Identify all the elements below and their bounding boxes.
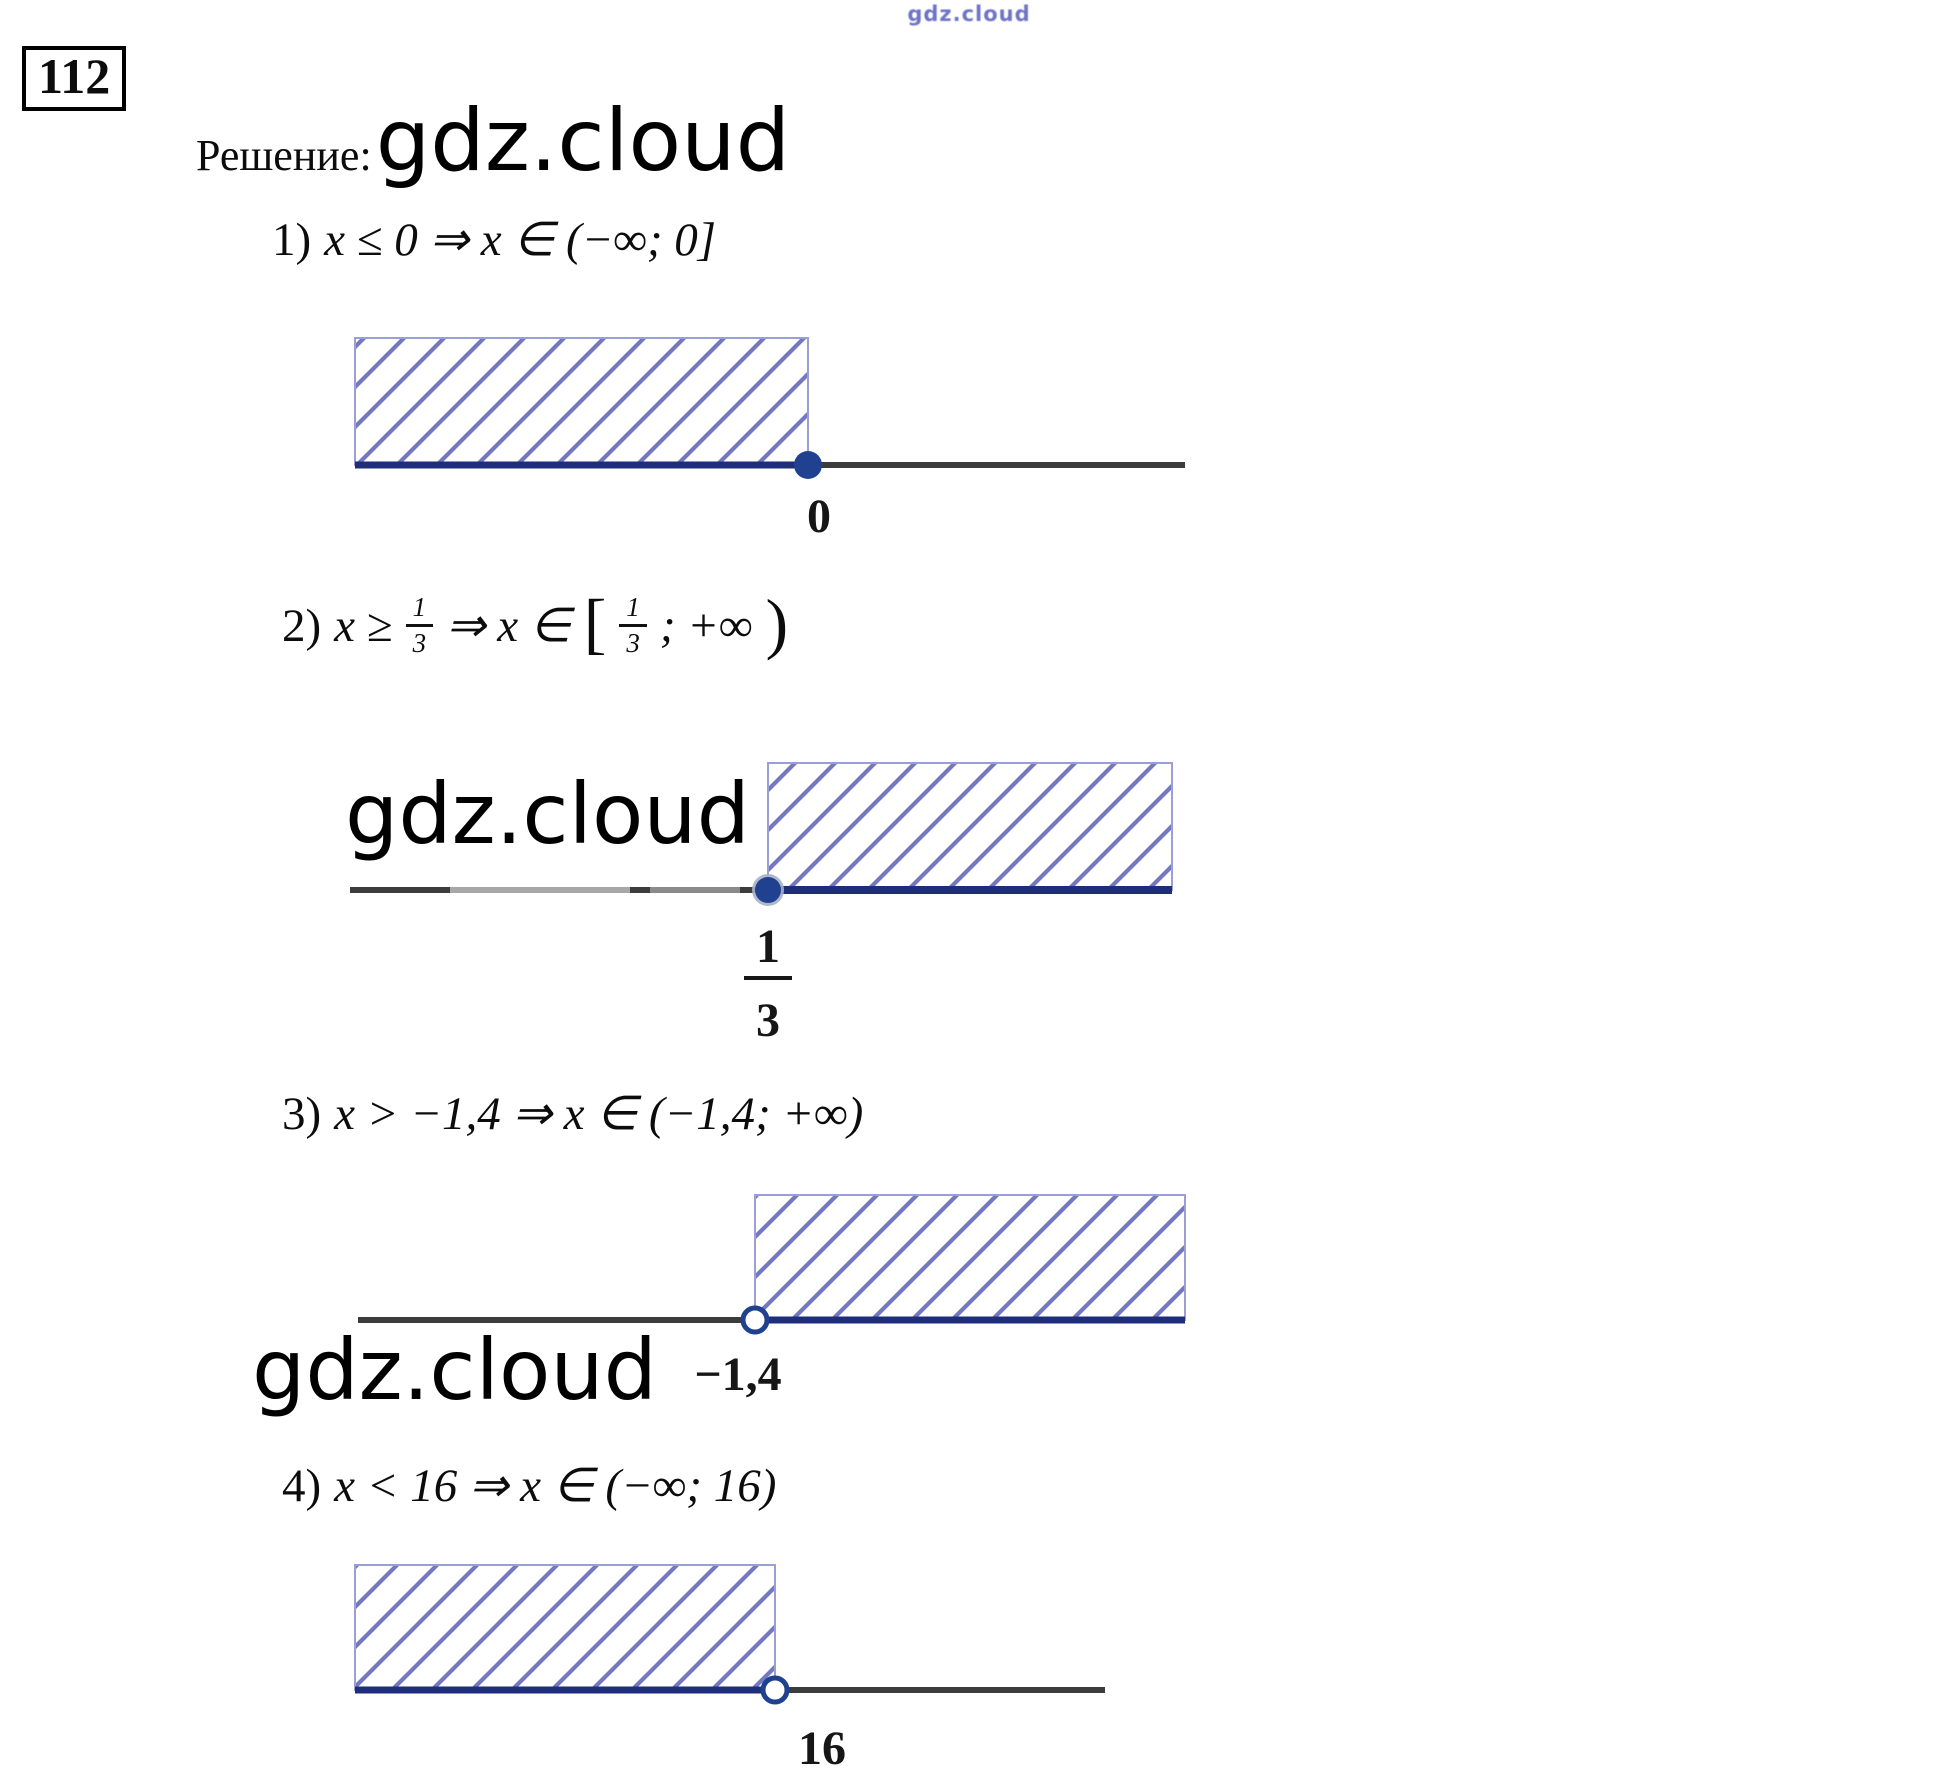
item-2-math-end: ; +∞: [659, 599, 753, 652]
closed-endpoint-2: [755, 877, 781, 903]
item-4-math: x < 16 ⇒ x ∈ (−∞; 16): [334, 1460, 777, 1512]
endpoint-label-2-numerator: 1: [756, 920, 780, 973]
endpoint-label-4: 16: [798, 1722, 846, 1775]
problem-number-box: 112: [22, 46, 127, 111]
erased-watermark-artifact: [650, 878, 740, 896]
closed-endpoint-1: [794, 451, 822, 479]
watermark-large-1: gdz.cloud: [375, 91, 791, 191]
fraction-numerator: 1: [405, 592, 434, 628]
hatched-region-4: [354, 1564, 776, 1691]
item-4-expression: 4) x < 16 ⇒ x ∈ (−∞; 16): [282, 1458, 776, 1513]
watermark-large-2: gdz.cloud: [345, 765, 750, 863]
open-endpoint-3: [740, 1305, 770, 1335]
hatched-region-1: [354, 337, 809, 466]
hatched-region-2: [767, 762, 1173, 891]
fraction-denominator: 3: [412, 628, 427, 659]
number-line-diagram-2: 1 3: [350, 762, 1173, 1047]
item-3-prefix: 3): [282, 1087, 322, 1140]
watermark-top: gdz.cloud: [907, 2, 1031, 26]
fraction-one-third-interval: 1 3: [619, 592, 647, 659]
item-3-expression: 3) x > −1,4 ⇒ x ∈ (−1,4; +∞): [282, 1086, 863, 1141]
fraction-denominator: 3: [626, 628, 640, 659]
number-line-diagram-4: 16: [354, 1564, 1105, 1775]
watermark-large-3: gdz.cloud: [252, 1321, 657, 1419]
solution-header: Решение: gdz.cloud: [196, 98, 790, 184]
hatched-region-3: [754, 1194, 1186, 1321]
endpoint-label-3: −1,4: [694, 1348, 781, 1401]
item-4-prefix: 4): [282, 1459, 322, 1512]
item-3-math: x > −1,4 ⇒ x ∈ (−1,4; +∞): [334, 1088, 864, 1140]
item-2-expression: 2) x ≥ 1 3 ⇒ x ∈ [ 1 3 ; +∞ ): [282, 585, 789, 662]
right-paren: ): [765, 585, 789, 662]
endpoint-label-2-denominator: 3: [756, 994, 780, 1047]
item-1-prefix: 1): [272, 213, 312, 266]
fraction-numerator: 1: [619, 592, 647, 628]
number-line-diagram-3: −1,4: [358, 1194, 1186, 1401]
open-endpoint-4: [760, 1675, 790, 1705]
left-bracket: [: [583, 585, 607, 662]
item-1-expression: 1) x ≤ 0 ⇒ x ∈ (−∞; 0]: [272, 212, 716, 267]
item-2-math-mid: ⇒ x ∈: [446, 600, 571, 653]
item-1-math: x ≤ 0 ⇒ x ∈ (−∞; 0]: [324, 214, 717, 266]
item-2-prefix: 2): [282, 599, 322, 652]
item-2-math-start: x ≥: [334, 599, 393, 652]
endpoint-label-2-fraction: 1 3: [744, 920, 792, 1047]
endpoint-label-1: 0: [807, 490, 831, 543]
erased-watermark-artifact: [450, 876, 630, 898]
problem-number: 112: [38, 48, 111, 104]
solution-label: Решение:: [196, 131, 372, 180]
number-line-diagram-1: 0: [354, 337, 1185, 543]
fraction-one-third: 1 3: [405, 592, 434, 659]
